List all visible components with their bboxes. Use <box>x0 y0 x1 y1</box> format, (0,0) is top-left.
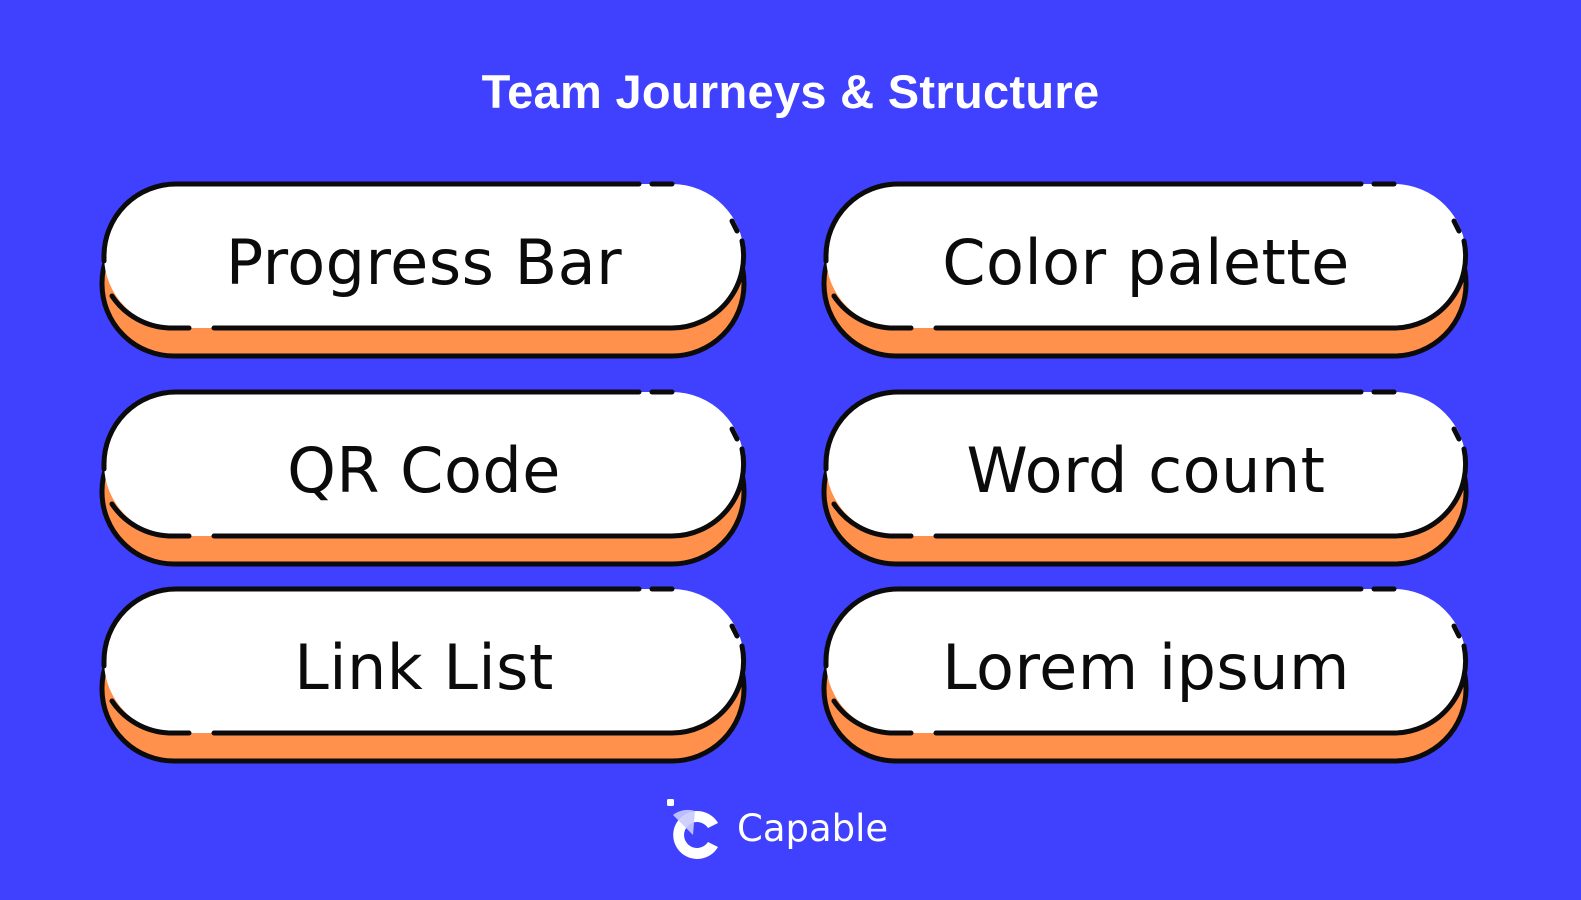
brand-name: Capable <box>737 807 889 850</box>
pill-shape <box>99 389 747 567</box>
brand-logo: Capable <box>663 795 923 865</box>
card-label: Lorem ipsum <box>942 630 1350 704</box>
card-label: Progress Bar <box>225 225 623 299</box>
card-label: QR Code <box>287 433 561 507</box>
capable-logo-icon <box>667 799 718 859</box>
page-title: Team Journeys & Structure <box>481 65 1100 118</box>
card-label: Word count <box>966 433 1326 507</box>
card-qr-code[interactable]: QR Code <box>99 389 747 569</box>
card-word-count[interactable]: Word count <box>821 389 1469 569</box>
card-link-list[interactable]: Link List <box>99 586 747 766</box>
card-lorem-ipsum[interactable]: Lorem ipsum <box>821 586 1469 766</box>
card-progress-bar[interactable]: Progress Bar <box>99 181 747 361</box>
card-color-palette[interactable]: Color palette <box>821 181 1469 361</box>
pill-shape <box>99 586 747 764</box>
pill-shape <box>821 181 1469 359</box>
card-label: Color palette <box>942 225 1350 299</box>
pill-shape <box>821 586 1469 764</box>
card-label: Link List <box>294 630 554 704</box>
pill-shape <box>99 181 747 359</box>
pill-shape <box>821 389 1469 567</box>
